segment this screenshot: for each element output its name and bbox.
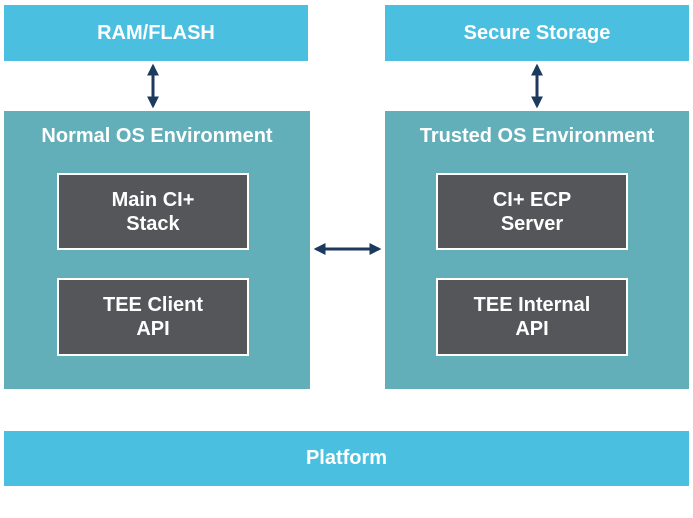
ram-flash-block: RAM/FLASH bbox=[4, 5, 308, 61]
tee-client-api-box: TEE Client API bbox=[57, 278, 249, 356]
main-ci-stack-box: Main CI+ Stack bbox=[57, 173, 249, 250]
platform-block: Platform bbox=[4, 431, 689, 486]
trusted-os-environment: Trusted OS Environment CI+ ECP Server TE… bbox=[385, 111, 689, 389]
secure-storage-block: Secure Storage bbox=[385, 5, 689, 61]
ram-flash-label: RAM/FLASH bbox=[97, 21, 215, 44]
secure-storage-label: Secure Storage bbox=[463, 21, 611, 44]
tee-internal-api-box: TEE Internal API bbox=[436, 278, 628, 356]
platform-label: Platform bbox=[305, 447, 388, 469]
normal-os-title: Normal OS Environment bbox=[41, 125, 273, 147]
normal-os-environment: Normal OS Environment Main CI+ Stack TEE… bbox=[4, 111, 310, 389]
ci-ecp-server-box: CI+ ECP Server bbox=[436, 173, 628, 250]
trusted-os-title: Trusted OS Environment bbox=[419, 125, 655, 147]
